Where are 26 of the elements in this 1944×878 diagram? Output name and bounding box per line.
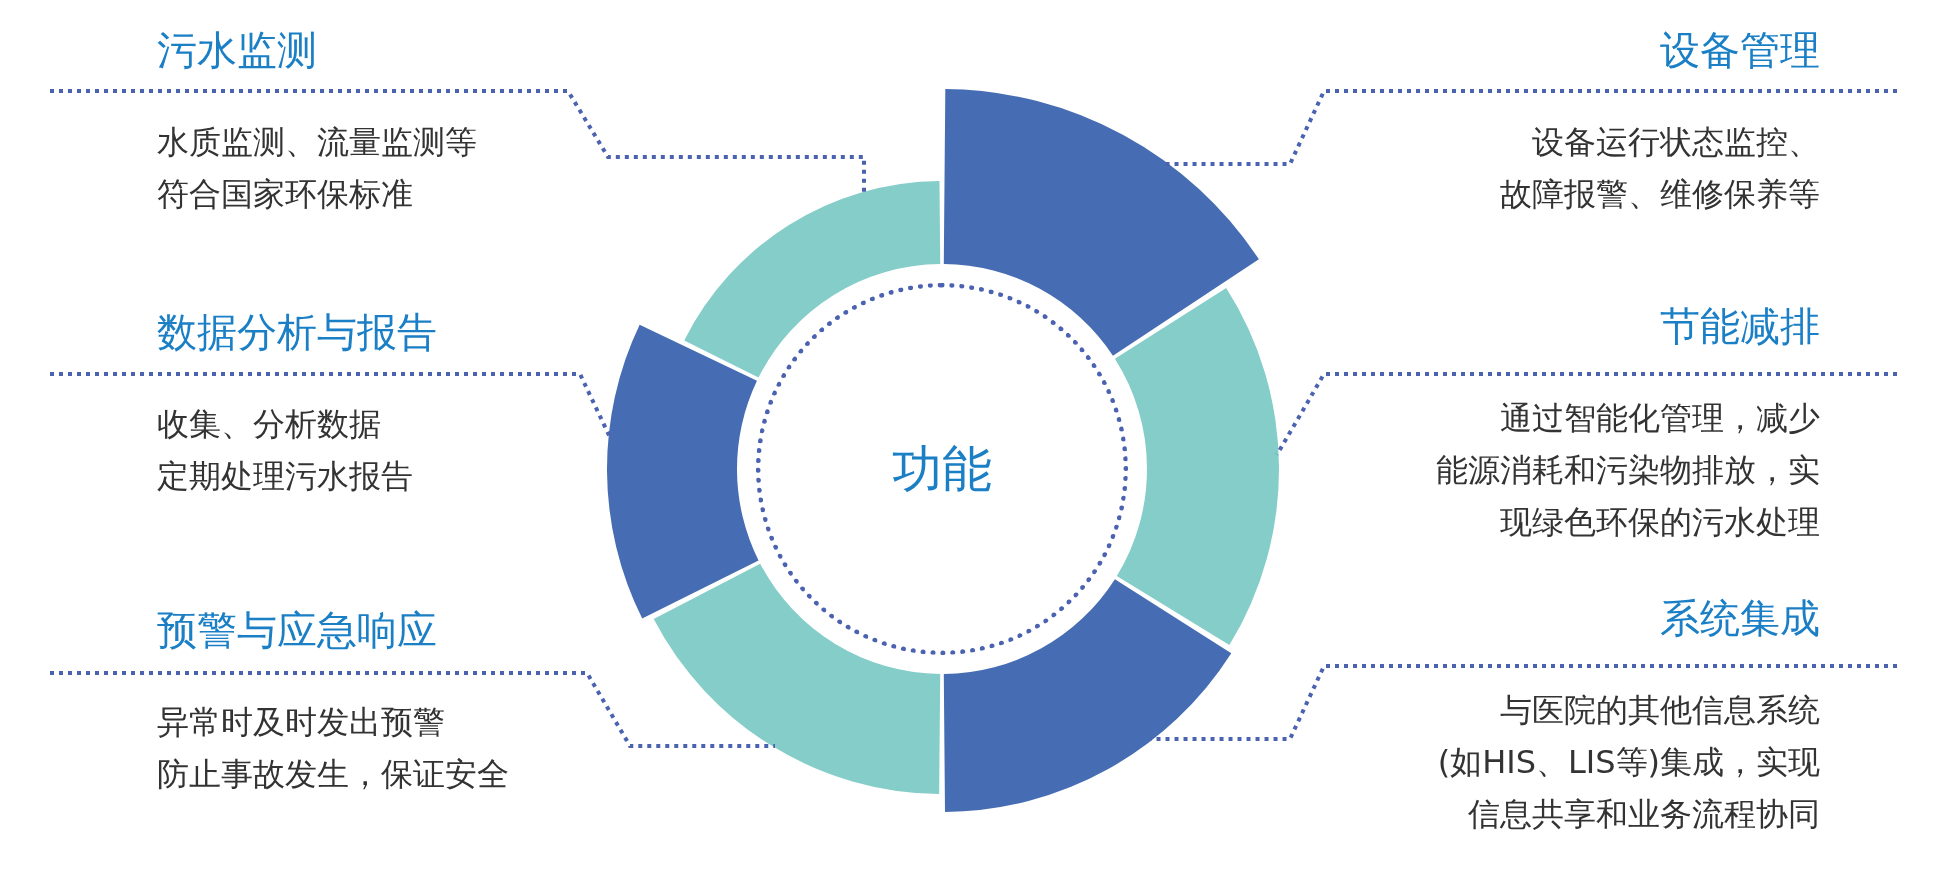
ring-segment (607, 324, 759, 619)
section-heading: 节能减排 (1660, 302, 1820, 351)
section-heading: 系统集成 (1660, 594, 1820, 643)
leader-line (50, 372, 612, 439)
ring-segment (943, 579, 1232, 812)
description-text: 与医院的其他信息系统(如HIS、LIS等)集成，实现信息共享和业务流程协同 (1437, 690, 1820, 835)
description-text: 异常时及时发出预警防止事故发生，保证安全 (157, 702, 509, 795)
description-text: 设备运行状态监控、故障报警、维修保养等 (1500, 122, 1820, 215)
ring-segment (943, 89, 1259, 356)
section-heading: 设备管理 (1660, 26, 1820, 75)
section-heading: 污水监测 (157, 26, 317, 75)
leader-line (50, 671, 775, 748)
description-text: 水质监测、流量监测等符合国家环保标准 (157, 122, 477, 215)
ring-segment (684, 181, 941, 378)
leader-line (1165, 89, 1897, 166)
description-text: 收集、分析数据定期处理污水报告 (157, 404, 413, 497)
description-text: 通过智能化管理，减少能源消耗和污染物排放，实现绿色环保的污水处理 (1436, 398, 1820, 543)
ring-segment (653, 563, 941, 794)
dotted-circle (756, 283, 1128, 655)
center-title: 功能 (892, 438, 992, 500)
section-heading: 预警与应急响应 (157, 606, 437, 655)
ring-segment (1114, 287, 1279, 646)
leader-line (1275, 372, 1897, 456)
leader-line (50, 89, 866, 195)
leader-line (1150, 664, 1897, 741)
section-heading: 数据分析与报告 (157, 308, 437, 357)
